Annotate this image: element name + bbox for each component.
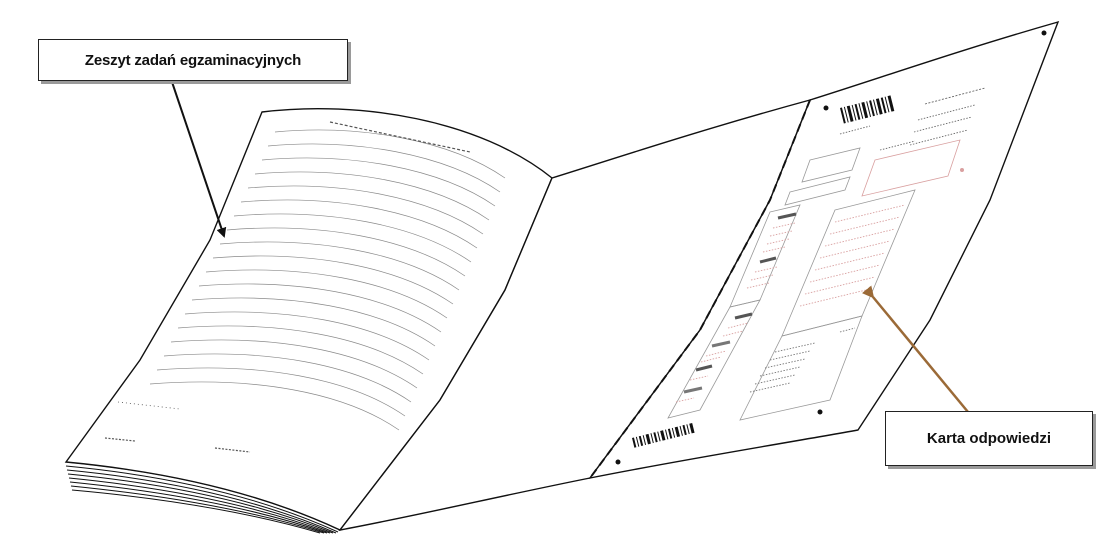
booklet-callout-text: Zeszyt zadań egzaminacyjnych <box>85 52 301 69</box>
exam-booklet <box>66 100 810 533</box>
answer-card-callout-label: Karta odpowiedzi <box>885 411 1093 466</box>
answer-card-callout-text: Karta odpowiedzi <box>927 430 1051 447</box>
booklet-callout-label: Zeszyt zadań egzaminacyjnych <box>38 39 348 81</box>
booklet-pointer-arrow <box>172 82 224 236</box>
